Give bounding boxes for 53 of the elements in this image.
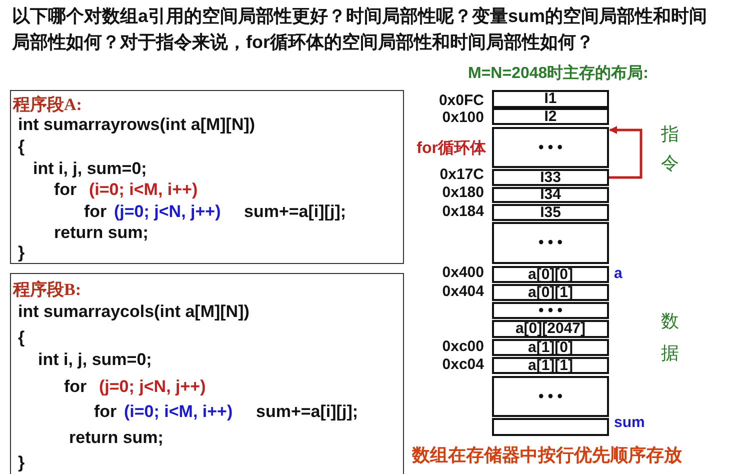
memory-cell: • • • — [492, 127, 609, 168]
code-box — [10, 273, 404, 474]
code-text: for — [84, 202, 107, 222]
code-text: { — [18, 328, 25, 348]
code-text: { — [18, 137, 25, 157]
code-text: return sum; — [69, 428, 164, 448]
memory-cell: a[0][2047] — [492, 320, 609, 338]
address-label: 0xc00 — [442, 338, 484, 355]
address-label: for循环体 — [416, 138, 486, 159]
memory-cell: I35 — [492, 204, 609, 221]
address-label: 0x0FC — [438, 92, 484, 109]
code-text: sum+=a[i][j]; — [256, 402, 358, 422]
loop-arrow — [609, 126, 642, 179]
side-label: 数据 — [661, 310, 680, 365]
code-text: int sumarraycols(int a[M][N]) — [18, 302, 250, 322]
code-text: (i=0; i<M, i++) — [89, 180, 198, 200]
layout-heading: M=N=2048时主存的布局: — [468, 63, 648, 84]
code-text: (i=0; i<M, i++) — [124, 402, 233, 422]
section-heading: 程序段A: — [13, 94, 82, 116]
address-label: 0xc04 — [442, 356, 484, 373]
variable-label: a — [614, 265, 622, 282]
address-label: 0x100 — [442, 109, 484, 126]
code-text: (j=0; j<N, j++) — [99, 377, 206, 397]
address-label: 0x400 — [442, 264, 484, 281]
memory-cell: I2 — [492, 108, 609, 125]
memory-cell — [492, 418, 609, 436]
code-text: for — [64, 377, 87, 397]
memory-cell: I34 — [492, 187, 609, 203]
code-text: } — [18, 243, 25, 263]
note-text: 数组在存储器中按行优先顺序存放 — [412, 444, 682, 467]
code-text: (j=0; j<N, j++) — [114, 202, 221, 222]
question-text: 以下哪个对数组a引用的空间局部性更好？时间局部性呢？变量sum的空间局部性和时间局部性如何？对于指令来说，for循环体的空间局部性和时间局部性如何？ — [12, 5, 708, 54]
memory-cell: I1 — [492, 90, 609, 108]
address-label: 0x184 — [442, 203, 484, 220]
code-box — [10, 90, 404, 264]
address-label: 0x17C — [440, 166, 484, 183]
code-text: int i, j, sum=0; — [38, 350, 152, 370]
code-text: for — [54, 180, 77, 200]
memory-cell: • • • — [492, 222, 609, 264]
code-text: int i, j, sum=0; — [33, 159, 147, 179]
memory-cell: • • • — [492, 376, 609, 417]
variable-label: sum — [614, 414, 645, 431]
code-text: return sum; — [54, 223, 148, 243]
code-text: for — [94, 402, 117, 422]
address-label: 0x404 — [442, 283, 484, 300]
code-text: } — [18, 453, 25, 473]
code-text: int sumarrayrows(int a[M][N]) — [18, 115, 256, 135]
memory-cell: • • • — [492, 302, 609, 319]
section-heading: 程序段B: — [13, 279, 81, 301]
address-label: 0x180 — [442, 184, 484, 201]
side-label: 指令 — [661, 123, 680, 175]
memory-cell: I33 — [492, 169, 609, 186]
code-text: sum+=a[i][j]; — [244, 202, 346, 222]
